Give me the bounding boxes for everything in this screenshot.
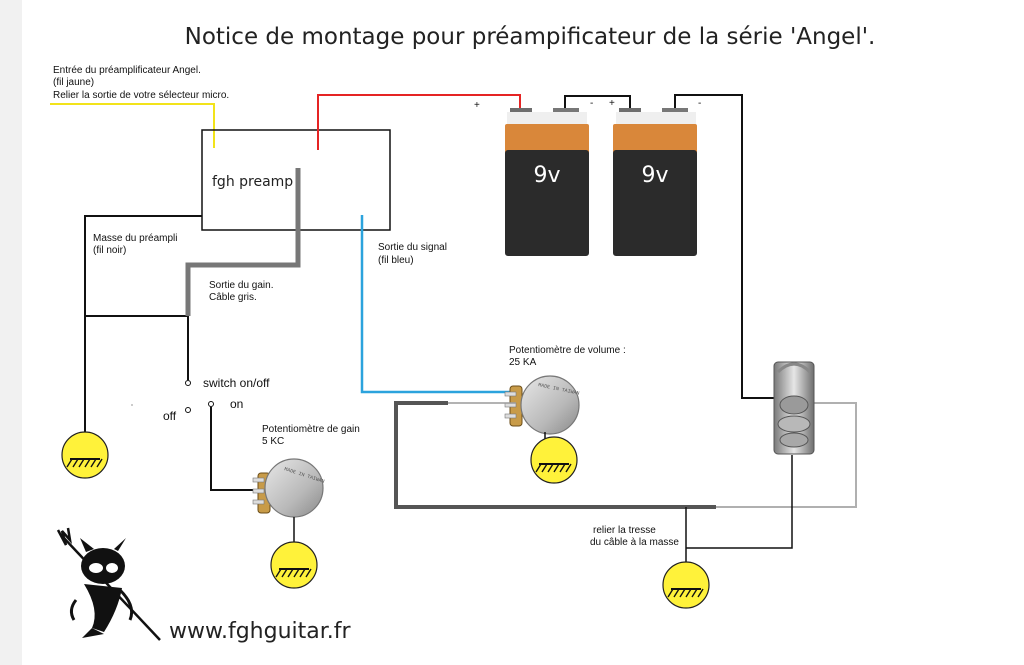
red-power-wire <box>317 94 521 150</box>
volume-potentiometer: MADE IN TAIWAN <box>504 375 580 435</box>
switch-ground-wire <box>85 315 189 380</box>
braid-note-line2: du câble à la masse <box>590 537 679 548</box>
ground-note-line2: (fil noir) <box>93 245 126 256</box>
switch-label: switch on/off <box>203 376 270 390</box>
gain-potentiometer: MADE IN TAIWAN <box>252 458 325 518</box>
battery-2-plus: + <box>609 98 615 109</box>
gain-pot-line2: 5 KC <box>262 436 284 447</box>
switch-off-label: off <box>163 409 177 423</box>
battery-1-minus: - <box>590 98 593 109</box>
gain-pot-ground-icon <box>270 541 318 589</box>
devil-logo <box>56 527 161 641</box>
battery-1-label: 9v <box>533 163 560 188</box>
gain-note-line1: Sortie du gain. <box>209 280 274 291</box>
output-jack <box>773 361 815 455</box>
switch-off-lug <box>185 407 191 413</box>
battery-link-wire <box>564 95 631 110</box>
gain-note-line2: Câble gris. <box>209 292 257 303</box>
battery-2: 9v <box>613 108 697 256</box>
gray-gain-wire <box>185 168 301 316</box>
battery-1: 9v <box>505 108 589 256</box>
battery-2-minus: - <box>698 98 701 109</box>
cable-braid-wire <box>394 401 716 509</box>
battery-to-jack-wire <box>674 94 785 399</box>
battery-1-plus: + <box>474 100 480 111</box>
volume-pot-line1: Potentiomètre de volume : <box>509 345 626 356</box>
ground-note-line1: Masse du préampli <box>93 233 177 244</box>
preamp-ground-wire <box>84 215 202 432</box>
jack-ground-wire <box>686 455 793 549</box>
preamp-box-label: fgh preamp <box>212 174 293 190</box>
volume-pot-ground-icon <box>530 436 578 484</box>
input-note-line3: Relier la sortie de votre sélecteur micr… <box>53 90 229 101</box>
input-note-line1: Entrée du préamplificateur Angel. <box>53 65 201 76</box>
signal-note-line2: (fil bleu) <box>378 255 414 266</box>
cable-core-wire-jack <box>716 402 857 508</box>
yellow-input-wire <box>50 103 215 148</box>
preamp-ground-icon <box>61 431 109 479</box>
website-link[interactable]: www.fghguitar.fr <box>169 619 351 644</box>
battery-2-label: 9v <box>641 163 668 188</box>
page-title: Notice de montage pour préampificateur d… <box>185 24 876 50</box>
blue-signal-wire <box>360 215 518 394</box>
switch-common-lug <box>185 380 191 386</box>
switch-on-lug <box>208 401 214 407</box>
gain-pot-line1: Potentiomètre de gain <box>262 424 360 435</box>
input-note-line2: (fil jaune) <box>53 77 94 88</box>
volume-pot-line2: 25 KA <box>509 357 537 368</box>
signal-note-line1: Sortie du signal <box>378 242 447 253</box>
braid-note-line1: relier la tresse <box>593 525 656 536</box>
switch-to-gain-pot-wire <box>210 407 265 491</box>
jack-ground-icon <box>662 561 710 609</box>
switch-on-label: on <box>230 397 243 411</box>
